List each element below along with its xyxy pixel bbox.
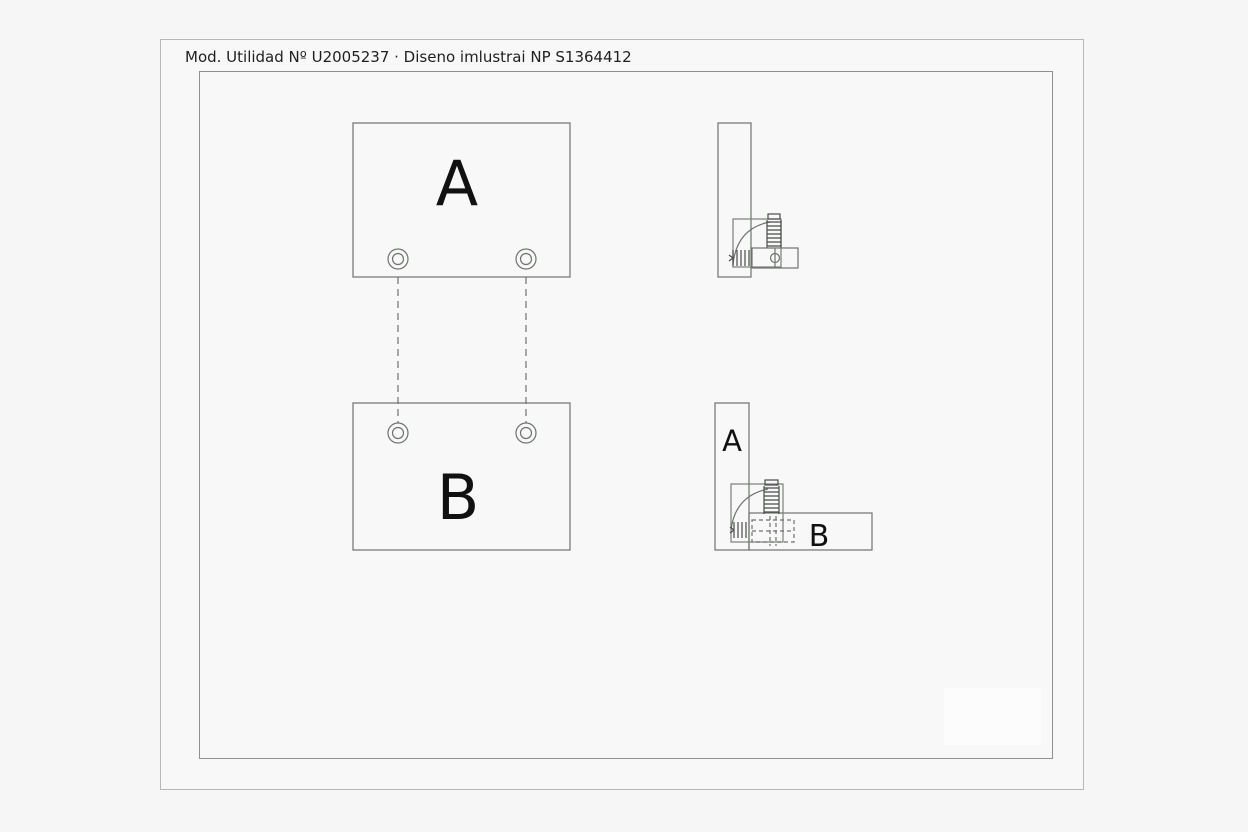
panel-a-front: [352, 122, 571, 278]
bolt-upper: [751, 247, 799, 269]
drawing-sheet: Mod. Utilidad Nº U2005237 · Diseno imlus…: [160, 39, 1084, 790]
assembled-label-a: A: [722, 424, 742, 458]
spring-horizontal-assembled: [729, 522, 747, 538]
spring-vertical-assembled: [763, 479, 780, 514]
sheet-header: Mod. Utilidad Nº U2005237 · Diseno imlus…: [185, 48, 632, 66]
blank-title-block: [944, 688, 1041, 745]
hole-b-left: [387, 422, 409, 444]
hole-a-left: [387, 248, 409, 270]
spring-vertical-upper: [766, 213, 782, 248]
bolt-assembled-hidden: [751, 516, 795, 546]
side-view-assembled: [714, 402, 873, 551]
assembled-label-b: B: [809, 519, 830, 554]
alignment-lines: [397, 277, 527, 423]
panel-b-label: B: [437, 461, 480, 534]
hole-b-right: [515, 422, 537, 444]
inner-border-frame: [199, 71, 1053, 759]
hole-a-right: [515, 248, 537, 270]
panel-a-label: A: [436, 147, 478, 220]
panel-b-front: [352, 402, 571, 551]
side-view-upper: [717, 122, 799, 278]
spring-horizontal-upper: [728, 250, 750, 266]
